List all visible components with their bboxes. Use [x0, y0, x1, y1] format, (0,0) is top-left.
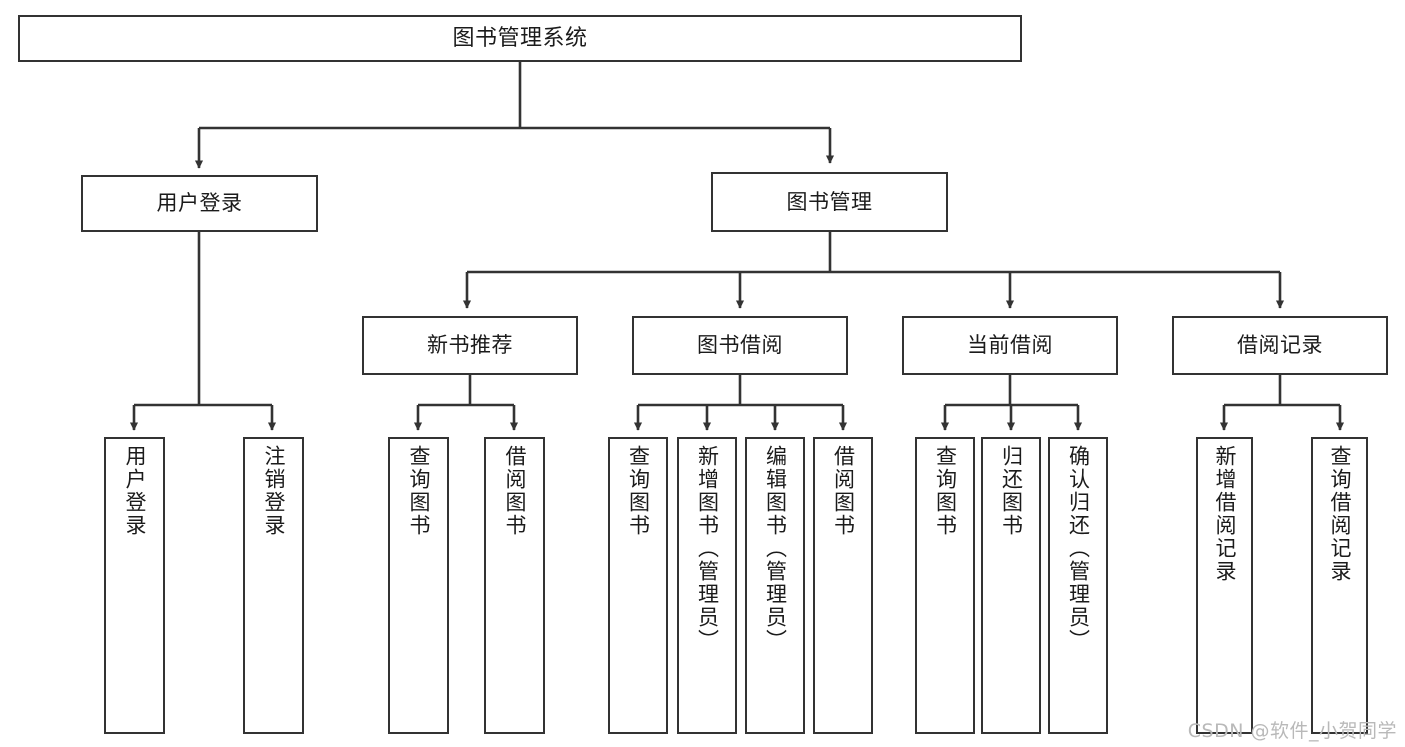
node-label: 确认归还（管理员）	[1066, 445, 1091, 652]
node-label: 编辑图书（管理员）	[763, 445, 788, 652]
node-root-system[interactable]: 图书管理系统	[18, 15, 1022, 62]
node-label: 用户登录	[156, 191, 243, 216]
node-label: 查询图书	[626, 445, 651, 537]
leaf-new-book-borrow[interactable]: 借阅图书	[484, 437, 545, 734]
node-label: 图书管理系统	[452, 25, 588, 51]
node-borrow-record[interactable]: 借阅记录	[1172, 316, 1388, 375]
node-label: 新书推荐	[427, 333, 513, 358]
leaf-new-book-query[interactable]: 查询图书	[388, 437, 449, 734]
node-label: 注销登录	[262, 445, 286, 537]
node-user-login[interactable]: 用户登录	[81, 175, 318, 232]
leaf-borrow-borrow-book[interactable]: 借阅图书	[813, 437, 873, 734]
node-label: 借阅图书	[503, 445, 527, 537]
node-label: 用户登录	[123, 445, 147, 537]
node-label: 查询图书	[407, 445, 431, 537]
node-book-manage[interactable]: 图书管理	[711, 172, 948, 232]
node-label: 新增借阅记录	[1213, 445, 1237, 583]
node-current-borrow[interactable]: 当前借阅	[902, 316, 1118, 375]
node-label: 查询借阅记录	[1328, 445, 1352, 583]
leaf-borrow-query-book[interactable]: 查询图书	[608, 437, 668, 734]
node-label: 图书借阅	[697, 333, 783, 358]
leaf-current-return-book[interactable]: 归还图书	[981, 437, 1041, 734]
node-label: 当前借阅	[967, 333, 1053, 358]
node-label: 查询图书	[933, 445, 958, 537]
node-label: 借阅图书	[831, 445, 856, 537]
leaf-user-logout[interactable]: 注销登录	[243, 437, 304, 734]
node-label: 归还图书	[999, 445, 1024, 537]
leaf-borrow-add-book-admin[interactable]: 新增图书（管理员）	[677, 437, 737, 734]
leaf-borrow-edit-book-admin[interactable]: 编辑图书（管理员）	[745, 437, 805, 734]
leaf-record-query-borrow-record[interactable]: 查询借阅记录	[1311, 437, 1368, 734]
node-label: 借阅记录	[1237, 333, 1323, 358]
leaf-record-add-borrow-record[interactable]: 新增借阅记录	[1196, 437, 1253, 734]
watermark: CSDN @软件_小贺同学	[1187, 720, 1397, 742]
leaf-user-login[interactable]: 用户登录	[104, 437, 165, 734]
node-label: 新增图书（管理员）	[695, 445, 720, 652]
leaf-current-query-book[interactable]: 查询图书	[915, 437, 975, 734]
node-new-book-recommend[interactable]: 新书推荐	[362, 316, 578, 375]
node-label: 图书管理	[786, 189, 873, 214]
leaf-current-confirm-return-admin[interactable]: 确认归还（管理员）	[1048, 437, 1108, 734]
node-book-borrow[interactable]: 图书借阅	[632, 316, 848, 375]
